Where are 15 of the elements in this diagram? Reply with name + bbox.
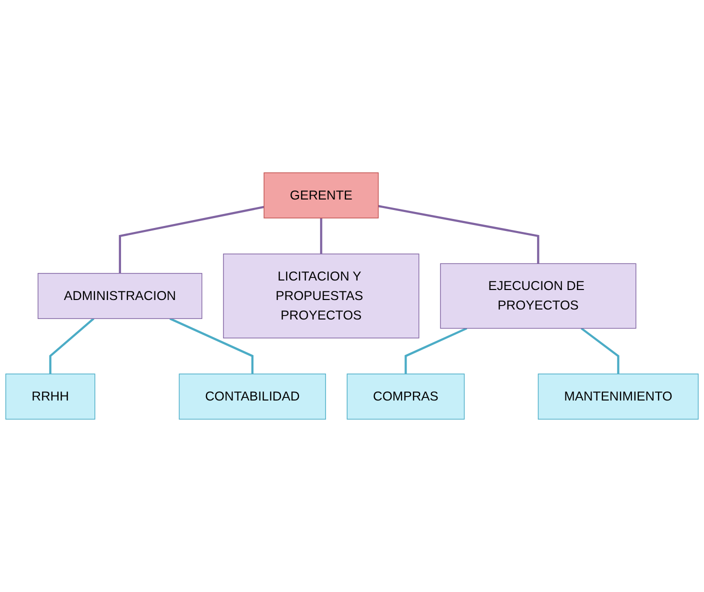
connector — [169, 318, 254, 374]
connector — [580, 327, 620, 374]
connector — [404, 327, 468, 374]
connector — [118, 206, 264, 274]
node-box: CONTABILIDAD — [178, 374, 326, 420]
connector — [49, 318, 94, 374]
connector — [378, 205, 540, 264]
node-box: RRHH — [5, 374, 96, 420]
node-box: LICITACION Y PROPUESTAS PROYECTOS — [223, 254, 420, 338]
node-box: MANTENIMIENTO — [538, 374, 699, 420]
connector — [320, 218, 322, 254]
node-box: GERENTE — [264, 172, 379, 218]
node-box: COMPRAS — [346, 374, 465, 420]
node-box: ADMINISTRACION — [38, 273, 202, 319]
node-box: EJECUCION DE PROYECTOS — [440, 263, 636, 329]
